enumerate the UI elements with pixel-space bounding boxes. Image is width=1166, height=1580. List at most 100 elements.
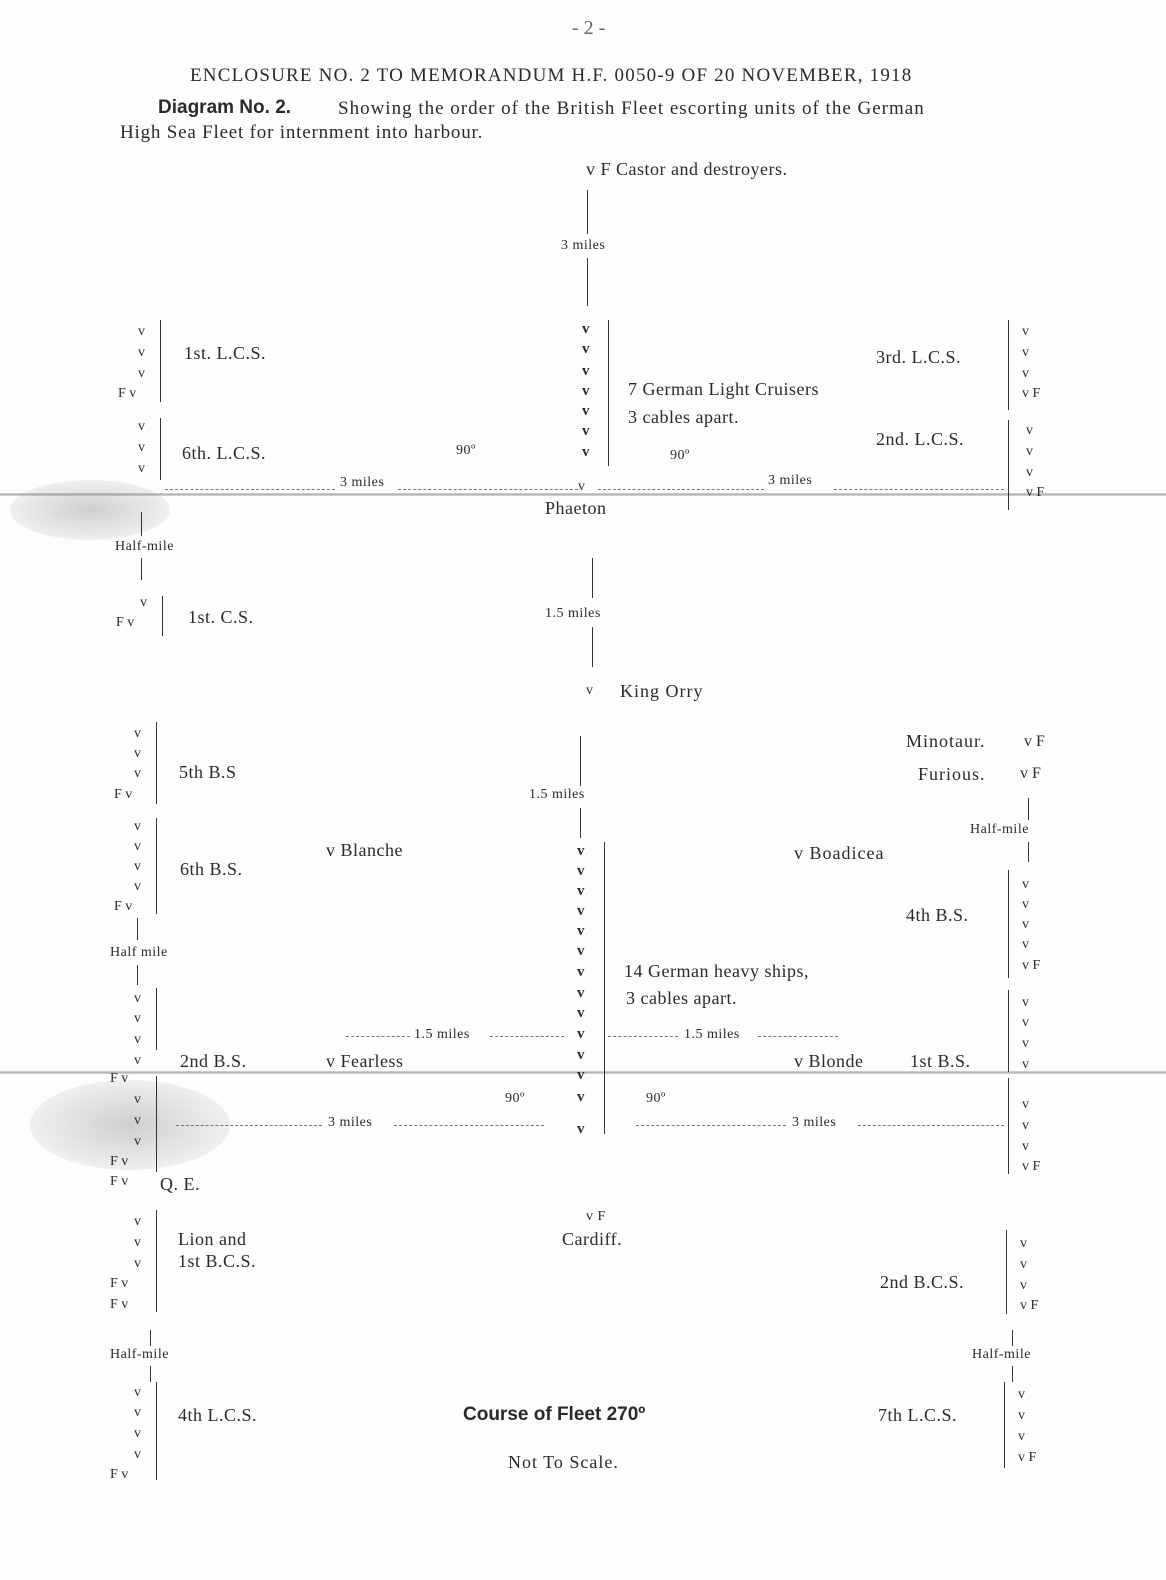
distance-line bbox=[176, 1125, 322, 1126]
flag-ship-marker: F v bbox=[110, 1071, 129, 1086]
ship-marker: v bbox=[1018, 1408, 1025, 1423]
ship-flag-marker: v F bbox=[1026, 485, 1045, 500]
ship-flag-marker: v F bbox=[1024, 733, 1045, 750]
ship-marker: v bbox=[134, 1011, 141, 1026]
german-ship-marker: v bbox=[582, 341, 590, 357]
ship-flag-marker: v F bbox=[1022, 386, 1041, 401]
ship-flag-marker: v F bbox=[1022, 958, 1041, 973]
flag-ship-marker: F v bbox=[114, 899, 133, 914]
half-mile-label: Half-mile bbox=[972, 1347, 1031, 1362]
lcs3-label: 3rd. L.C.S. bbox=[876, 347, 962, 367]
ship-marker: v bbox=[134, 1214, 141, 1229]
ship-marker: v bbox=[1022, 1015, 1029, 1030]
qe-label: Q. E. bbox=[160, 1174, 200, 1194]
column-line bbox=[156, 1210, 157, 1312]
ship-flag-marker: v F bbox=[1022, 1159, 1041, 1174]
column-line bbox=[1008, 1078, 1009, 1174]
distance-label: 1.5 miles bbox=[414, 1027, 470, 1042]
ship-marker: v bbox=[134, 1092, 141, 1107]
ship-marker: v bbox=[134, 1134, 141, 1149]
distance-line bbox=[141, 512, 142, 536]
distance-line bbox=[137, 918, 138, 940]
flag-ship-marker: F v bbox=[110, 1276, 129, 1291]
ship-marker: v bbox=[140, 595, 147, 610]
ship-marker: v bbox=[134, 766, 141, 781]
ship-marker: v bbox=[134, 1235, 141, 1250]
column-line bbox=[156, 818, 157, 914]
distance-line bbox=[587, 258, 588, 306]
ship-marker: v bbox=[1018, 1429, 1025, 1444]
ship-marker: v bbox=[1022, 877, 1029, 892]
king-orry-marker: v bbox=[586, 683, 593, 698]
ship-marker: v bbox=[1022, 1057, 1029, 1072]
ship-marker: v bbox=[134, 1405, 141, 1420]
distance-line bbox=[150, 1330, 151, 1346]
boadicea-label: v Boadicea bbox=[794, 843, 885, 863]
german-ship-marker: v bbox=[577, 1047, 585, 1063]
not-to-scale-label: Not To Scale. bbox=[508, 1452, 619, 1472]
german-ship-marker: v bbox=[577, 903, 585, 919]
ship-marker: v bbox=[134, 819, 141, 834]
column-line bbox=[1008, 420, 1009, 510]
ship-marker: v bbox=[138, 440, 145, 455]
ship-marker: v bbox=[1020, 1278, 1027, 1293]
column-line bbox=[1008, 990, 1009, 1072]
distance-line bbox=[758, 1036, 838, 1037]
bs1-label: 1st B.S. bbox=[910, 1051, 971, 1071]
ship-marker: v bbox=[1022, 1036, 1029, 1051]
diagram-label: Diagram No. 2. bbox=[158, 97, 292, 118]
ship-marker: v bbox=[134, 726, 141, 741]
ship-marker: v bbox=[138, 366, 145, 381]
german-heavy-ships-spacing: 3 cables apart. bbox=[626, 988, 737, 1008]
ship-flag-marker: v F bbox=[1018, 1450, 1037, 1465]
paper-fold-top bbox=[0, 493, 1166, 496]
german-heavy-ships-label: 14 German heavy ships, bbox=[624, 961, 809, 981]
distance-label: 1.5 miles bbox=[529, 787, 585, 802]
german-ship-marker: v bbox=[577, 1067, 585, 1083]
distance-line bbox=[398, 489, 578, 490]
ship-marker: v bbox=[134, 746, 141, 761]
bearing-label: 90º bbox=[646, 1091, 666, 1106]
ship-marker: v bbox=[138, 345, 145, 360]
ship-marker: v bbox=[1022, 1097, 1029, 1112]
distance-line bbox=[490, 1036, 564, 1037]
flag-ship-marker: F v bbox=[110, 1297, 129, 1312]
distance-line bbox=[592, 558, 593, 598]
distance-line bbox=[150, 1366, 151, 1382]
half-mile-label: Half-mile bbox=[110, 1347, 169, 1362]
column-line bbox=[160, 418, 161, 480]
german-ship-marker: v bbox=[577, 1089, 585, 1105]
column-line bbox=[604, 842, 605, 1134]
column-line bbox=[156, 988, 157, 1050]
column-line bbox=[1004, 1382, 1005, 1468]
german-ship-marker: v bbox=[577, 1121, 585, 1137]
german-ship-marker: v bbox=[577, 843, 585, 859]
ship-marker: v bbox=[138, 461, 145, 476]
castor-label: v F Castor and destroyers. bbox=[586, 159, 788, 179]
distance-line bbox=[587, 190, 588, 234]
flag-ship-marker: F v bbox=[110, 1467, 129, 1482]
distance-line bbox=[1012, 1366, 1013, 1382]
distance-label: 1.5 miles bbox=[684, 1027, 740, 1042]
bcs2-label: 2nd B.C.S. bbox=[880, 1272, 965, 1292]
german-ship-marker: v bbox=[577, 985, 585, 1001]
distance-line bbox=[592, 627, 593, 667]
column-line bbox=[1006, 1230, 1007, 1314]
distance-label: 3 miles bbox=[768, 473, 813, 488]
distance-line bbox=[1028, 842, 1029, 862]
bearing-label: 90º bbox=[456, 443, 476, 458]
distance-line bbox=[1028, 798, 1029, 820]
bs6-label: 6th B.S. bbox=[180, 859, 243, 879]
german-ship-marker: v bbox=[582, 403, 590, 419]
german-light-cruisers-label: 7 German Light Cruisers bbox=[628, 379, 819, 399]
distance-line bbox=[1012, 1330, 1013, 1346]
distance-label: 3 miles bbox=[561, 238, 606, 253]
lcs6-label: 6th. L.C.S. bbox=[182, 443, 267, 463]
flag-ship-marker: F v bbox=[110, 1154, 129, 1169]
ship-marker: v bbox=[134, 839, 141, 854]
ship-marker: v bbox=[138, 324, 145, 339]
german-ship-marker: v bbox=[582, 444, 590, 460]
lcs1-label: 1st. L.C.S. bbox=[184, 343, 267, 363]
ship-marker: v bbox=[1026, 465, 1033, 480]
